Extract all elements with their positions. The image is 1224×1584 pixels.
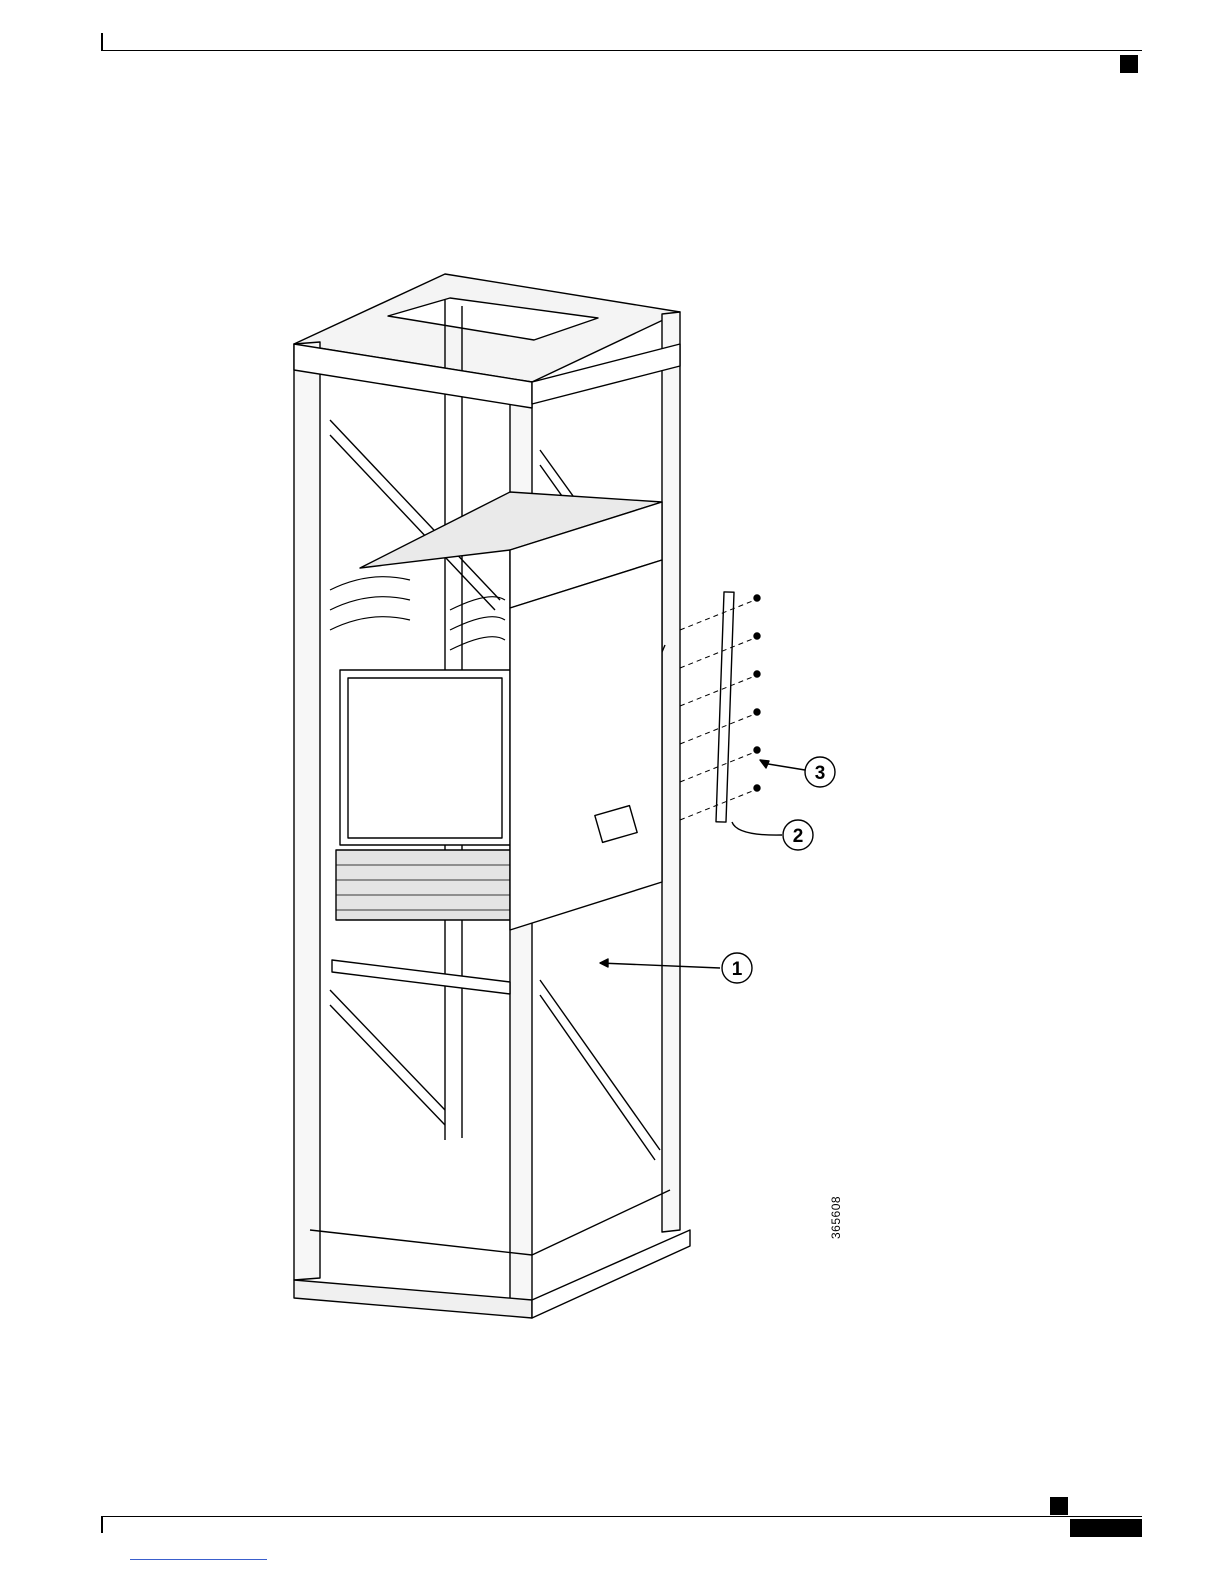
footer-marker-square [1050, 1497, 1068, 1515]
figure-id-label: 365608 [829, 1196, 843, 1239]
footer-link-underline[interactable] [130, 1559, 267, 1560]
footer-tick-mark [101, 1516, 103, 1533]
callout-2-label: 2 [793, 826, 804, 847]
callout-1-label: 1 [732, 959, 743, 980]
rack-installation-figure: 1 2 3 [270, 270, 850, 1330]
callout-2: 2 [783, 820, 813, 850]
header-tick-mark [101, 33, 103, 51]
callout-3: 3 [805, 757, 835, 787]
footer-page-tab [1070, 1519, 1142, 1537]
footer-rule [102, 1516, 1142, 1517]
header-marker-square [1120, 55, 1138, 73]
callout-3-label: 3 [815, 763, 826, 784]
rack-chassis-icon: 1 2 3 [270, 270, 850, 1330]
callout-1: 1 [722, 953, 752, 983]
header-rule [102, 50, 1142, 51]
